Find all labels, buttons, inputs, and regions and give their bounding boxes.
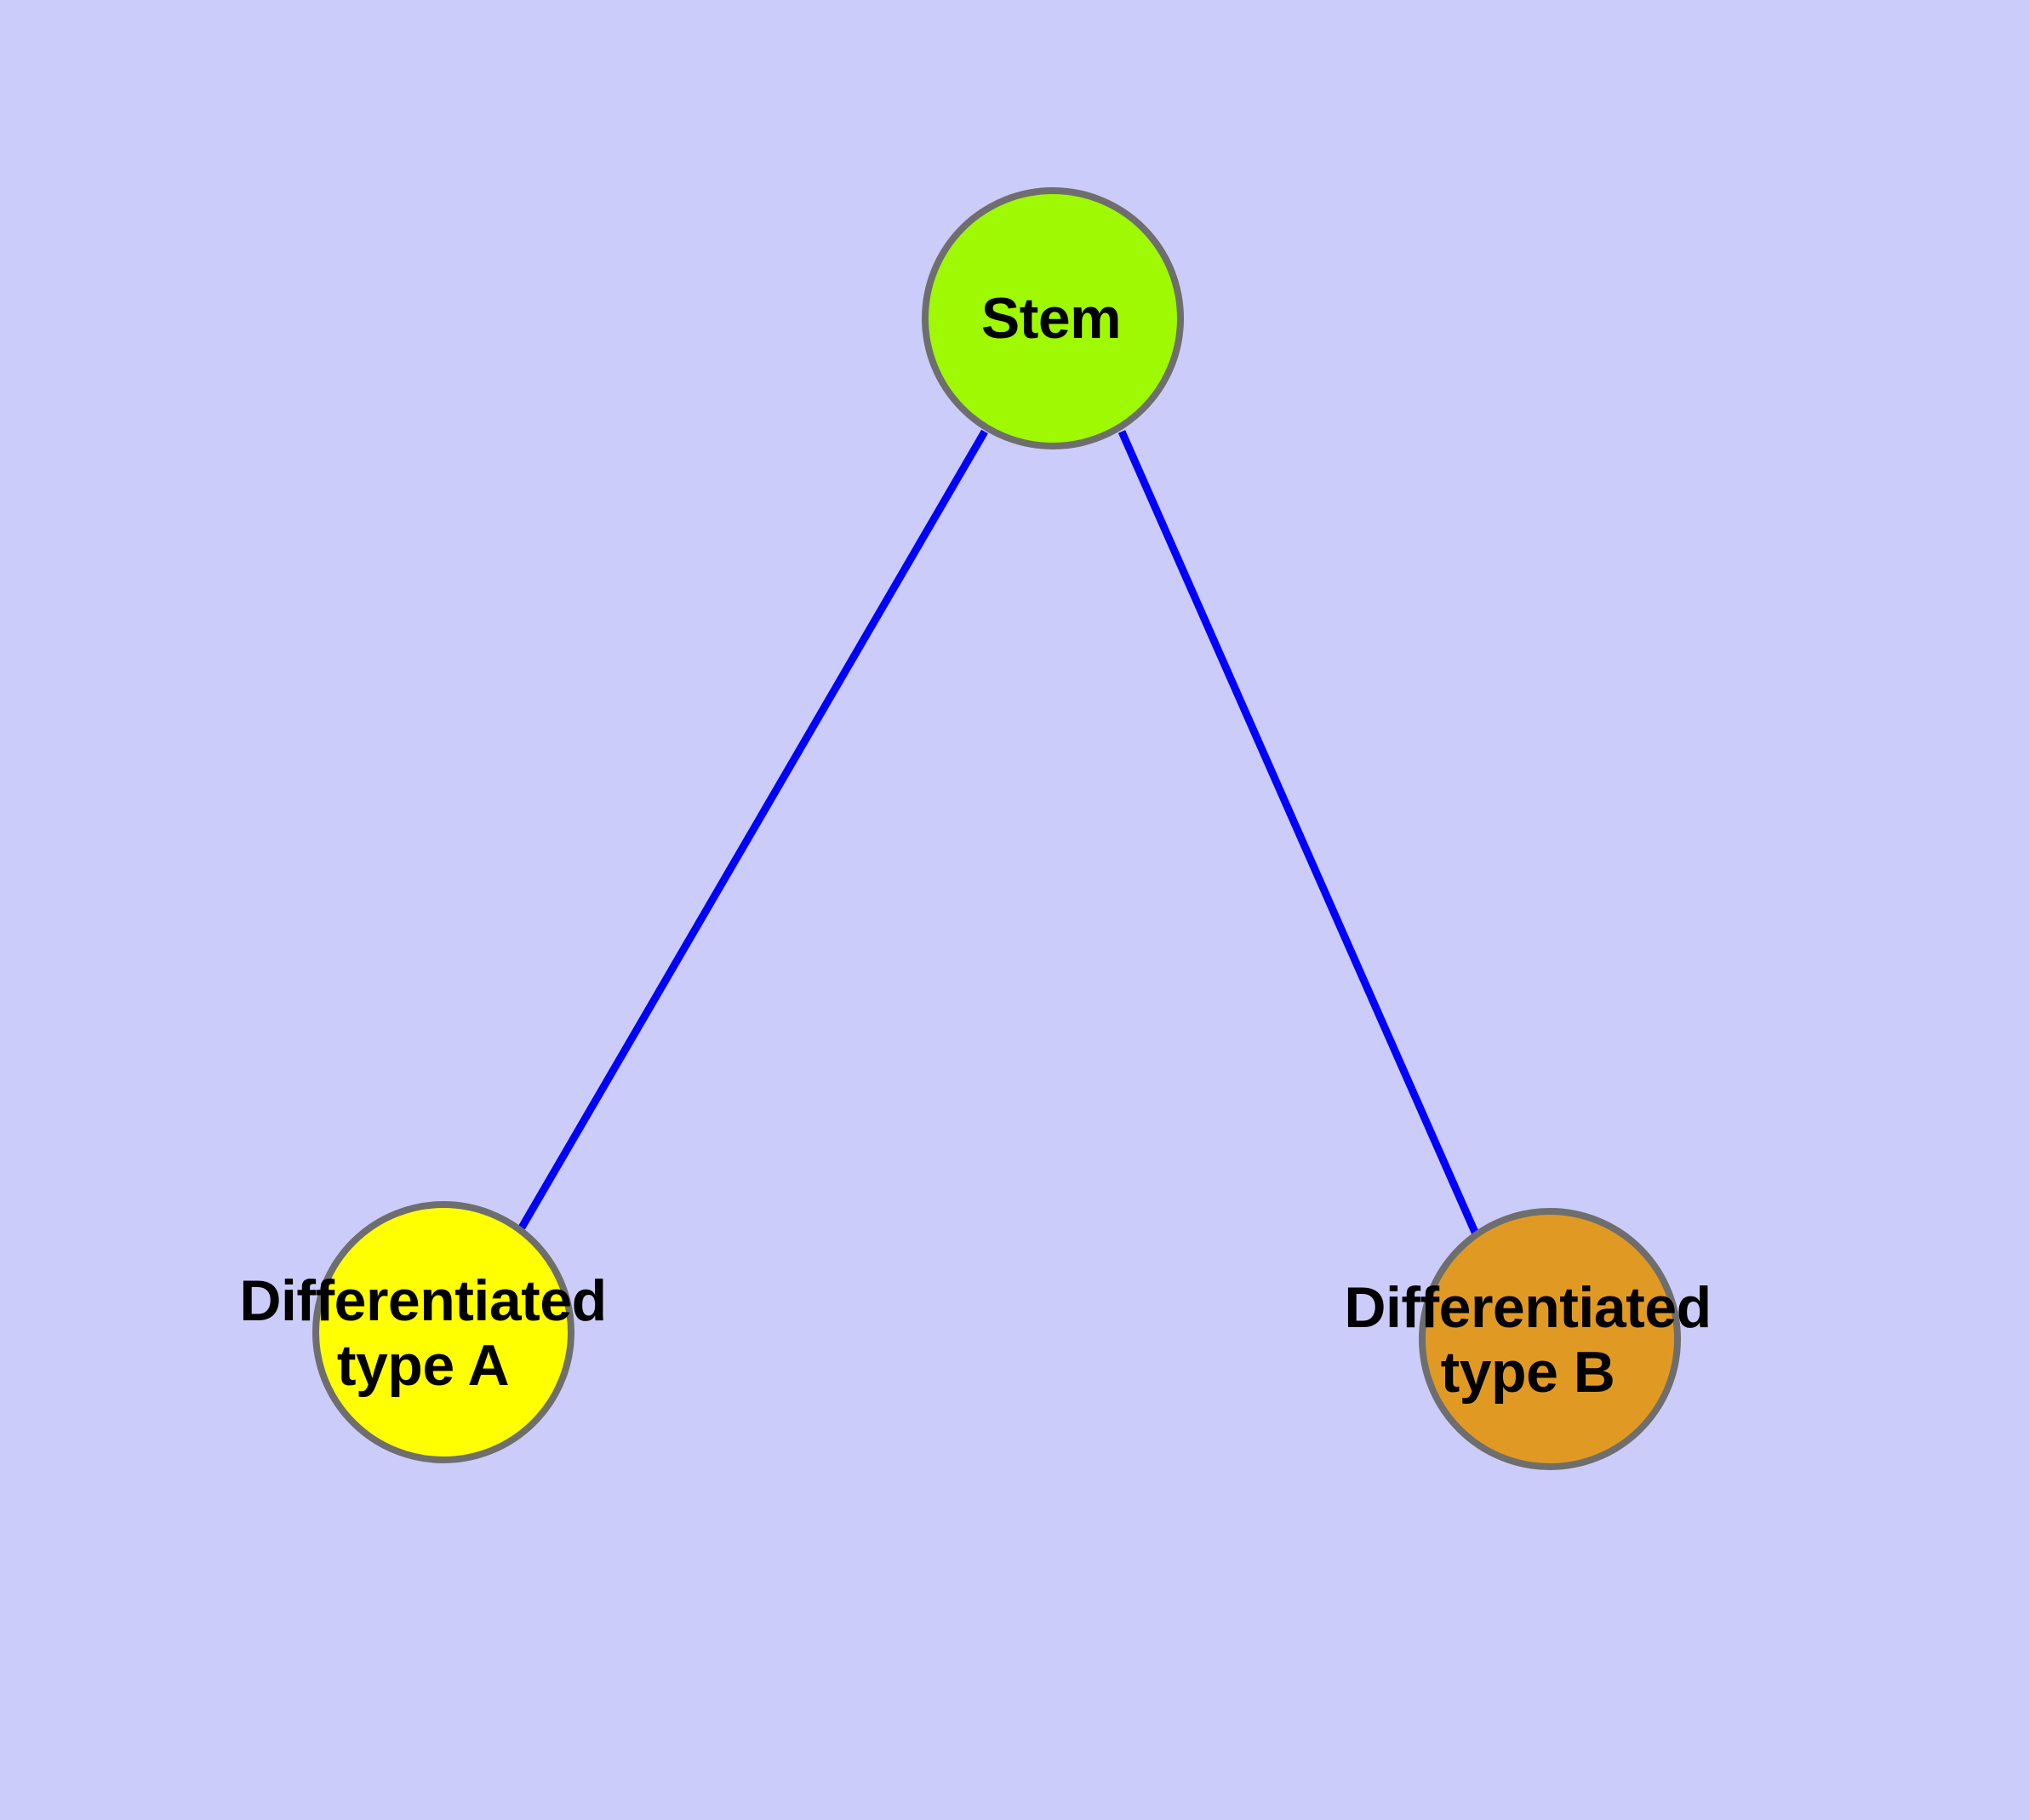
node-differentiated-type-a[interactable] — [312, 1201, 574, 1463]
node-group — [312, 187, 1681, 1470]
edge-stem-to-differentiated-type-a[interactable] — [518, 429, 988, 1230]
node-stem[interactable] — [922, 187, 1184, 449]
edge-group — [518, 429, 1481, 1238]
edge-stem-to-differentiated-type-b[interactable] — [1117, 430, 1481, 1238]
node-differentiated-type-b[interactable] — [1419, 1208, 1681, 1470]
